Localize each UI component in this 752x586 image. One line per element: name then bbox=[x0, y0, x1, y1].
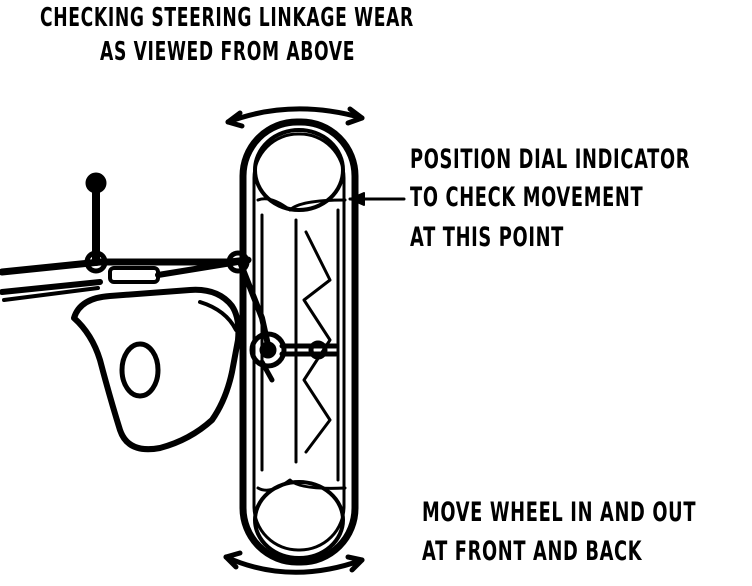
lower-control-arm bbox=[71, 286, 242, 453]
title-line-1: CHECKING STEERING LINKAGE WEAR bbox=[40, 3, 414, 33]
title-line-2: AS VIEWED FROM ABOVE bbox=[100, 37, 356, 67]
move-wheel-callout-line-1: MOVE WHEEL IN AND OUT bbox=[422, 497, 697, 528]
steering-linkage bbox=[0, 172, 339, 383]
dial-indicator-leader bbox=[348, 192, 406, 206]
motion-arrow-top bbox=[225, 106, 365, 129]
tire bbox=[239, 118, 359, 566]
dial-indicator-callout-line-2: TO CHECK MOVEMENT bbox=[410, 182, 644, 213]
dial-indicator-callout-line-3: AT THIS POINT bbox=[410, 222, 564, 253]
move-wheel-callout-line-2: AT FRONT AND BACK bbox=[422, 536, 643, 567]
motion-arrow-bottom bbox=[223, 550, 365, 575]
dial-indicator-callout-line-1: POSITION DIAL INDICATOR bbox=[410, 144, 691, 175]
